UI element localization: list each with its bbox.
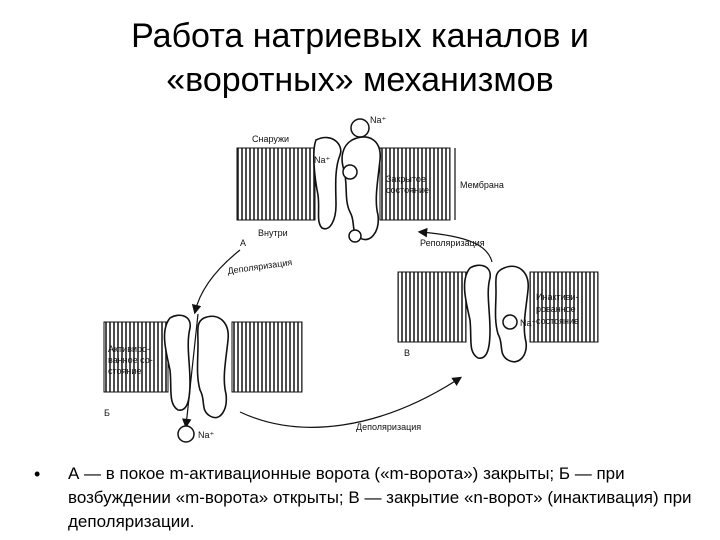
na-ion-b bbox=[177, 425, 195, 443]
label-activated-2: ванное со- bbox=[108, 355, 153, 365]
label-depolarization-bottom: Деполяризация bbox=[356, 422, 421, 432]
membrane-v-left bbox=[397, 271, 467, 343]
arrow-depolarization-a-to-b bbox=[191, 249, 241, 315]
label-activated-1: Активиро- bbox=[108, 344, 150, 354]
channel-protein-a-left bbox=[313, 136, 342, 230]
membrane-b-right bbox=[231, 321, 303, 393]
m-gate-a bbox=[342, 164, 358, 180]
slide-title: Работа натриевых каналов и «воротных» ме… bbox=[40, 14, 680, 102]
label-na-top: Na⁺ bbox=[370, 115, 387, 125]
label-na-b: Na⁺ bbox=[198, 430, 215, 440]
panel-b-open: Na⁺ Активиро- ванное со- стояние Б bbox=[103, 313, 303, 443]
label-outside: Снаружи bbox=[252, 134, 289, 144]
title-line-2: «воротных» механизмов bbox=[166, 61, 554, 99]
title-line-1: Работа натриевых каналов и bbox=[131, 17, 589, 55]
label-na-v: Na⁺ bbox=[520, 318, 537, 328]
label-na-inside-a: Na⁺ bbox=[314, 155, 331, 165]
label-v: В bbox=[404, 348, 410, 358]
label-closed-2: состояние bbox=[386, 185, 429, 195]
membrane-a-right bbox=[379, 147, 451, 221]
label-repolarization: Реполяризация bbox=[420, 238, 485, 248]
label-a: А bbox=[240, 238, 246, 248]
label-inactivated-3: состояние bbox=[536, 316, 579, 326]
bullet-text: А — в покое m-активационные ворота («m-в… bbox=[68, 464, 692, 531]
channel-protein-v-left bbox=[463, 264, 491, 359]
channel-protein-b-right bbox=[196, 315, 229, 419]
label-inactivated-2: рованное bbox=[536, 304, 576, 314]
arrow-repolarization-v-to-a bbox=[417, 227, 493, 263]
na-ion-a-top bbox=[350, 118, 370, 138]
membrane-v-right bbox=[529, 271, 599, 343]
label-activated-3: стояние bbox=[108, 366, 141, 376]
panel-v-inactivated: Na⁺ Инактиви- рованное состояние В bbox=[397, 264, 599, 363]
label-b: Б bbox=[104, 408, 110, 418]
channel-protein-b-left bbox=[163, 314, 191, 411]
panel-a-closed: Снаружи Na⁺ Na⁺ Закрытое состояние Внутр… bbox=[236, 115, 504, 248]
na-ion-v bbox=[502, 314, 518, 330]
membrane-a-left bbox=[236, 147, 316, 221]
sodium-channel-diagram: Снаружи Na⁺ Na⁺ Закрытое состояние Внутр… bbox=[103, 115, 599, 443]
channel-protein-v-right bbox=[494, 265, 529, 363]
bullet-list: • А — в покое m-активационные ворота («m… bbox=[34, 462, 694, 534]
label-inside: Внутри bbox=[258, 228, 288, 238]
arrow-depolarization-b-to-v bbox=[239, 376, 463, 428]
channel-protein-a-right bbox=[341, 136, 381, 241]
label-depolarization-top: Деполяризация bbox=[227, 257, 293, 276]
na-flow-arrow bbox=[181, 313, 199, 429]
bullet-marker: • bbox=[34, 464, 41, 484]
label-inactivated-1: Инактиви- bbox=[536, 292, 578, 302]
label-closed-1: Закрытое bbox=[386, 174, 426, 184]
label-membrane: Мембрана bbox=[460, 180, 504, 190]
h-gate-a bbox=[348, 229, 362, 243]
membrane-b-left bbox=[103, 321, 169, 393]
